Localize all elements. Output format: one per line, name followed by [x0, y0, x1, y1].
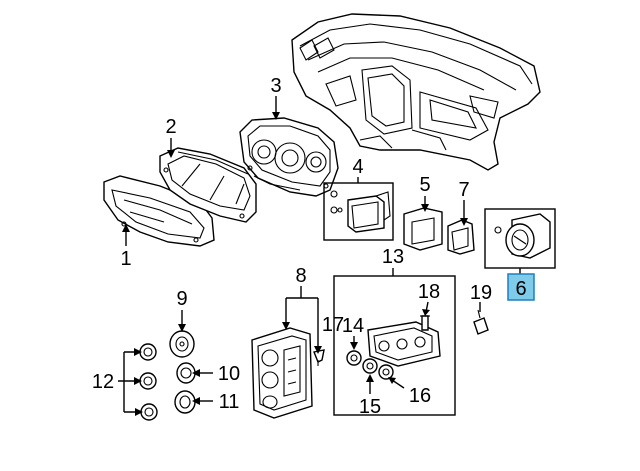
callout-3: 3	[270, 75, 281, 97]
callout-8: 8	[295, 265, 306, 287]
part-15-knob	[362, 358, 378, 374]
part-9-knob	[169, 330, 195, 358]
callout-12: 12	[92, 371, 114, 393]
callout-15: 15	[359, 396, 381, 418]
part-8-heater-control	[251, 327, 313, 419]
part-7-switch	[447, 219, 475, 255]
part-13-box	[333, 275, 456, 416]
callout-16: 16	[409, 385, 431, 407]
callout-labels: 1 2 3 4 5 6 7 8 9 10 11 12 13 14 15 16 1…	[92, 75, 527, 418]
callout-1: 1	[120, 248, 131, 270]
part-4-switch-group	[323, 182, 394, 241]
callout-2: 2	[165, 116, 176, 138]
part-16-knob	[378, 364, 394, 380]
part-instrument-bezel	[103, 175, 215, 247]
part-5-switch	[403, 207, 443, 251]
callout-10: 10	[218, 363, 240, 385]
part-meter-assembly	[239, 117, 339, 197]
callout-5: 5	[419, 174, 430, 196]
callout-19: 19	[470, 282, 492, 304]
knobs-group	[139, 330, 196, 421]
leader-lines	[118, 96, 521, 416]
part-6-ignition-switch-group	[484, 208, 556, 269]
part-17-screw	[313, 349, 325, 366]
part-11-knob	[174, 390, 196, 414]
part-18-screw	[420, 315, 430, 331]
callout-14: 14	[342, 315, 364, 337]
part-14-knob	[346, 350, 362, 366]
callout-6-highlight	[507, 273, 535, 301]
dashboard-illustration	[291, 13, 541, 171]
callout-7: 7	[458, 179, 469, 201]
callout-9: 9	[176, 288, 187, 310]
part-12-knobs	[139, 343, 158, 421]
part-19-bulb	[473, 309, 489, 335]
callout-11: 11	[219, 391, 240, 413]
callout-6: 6	[515, 278, 526, 300]
callout-17: 17	[322, 314, 344, 336]
callout-13: 13	[382, 246, 404, 268]
part-13-switch-panel-group	[333, 275, 456, 416]
callout-4: 4	[352, 156, 363, 178]
part-cluster-lens	[159, 147, 257, 223]
callout-18: 18	[418, 281, 440, 303]
